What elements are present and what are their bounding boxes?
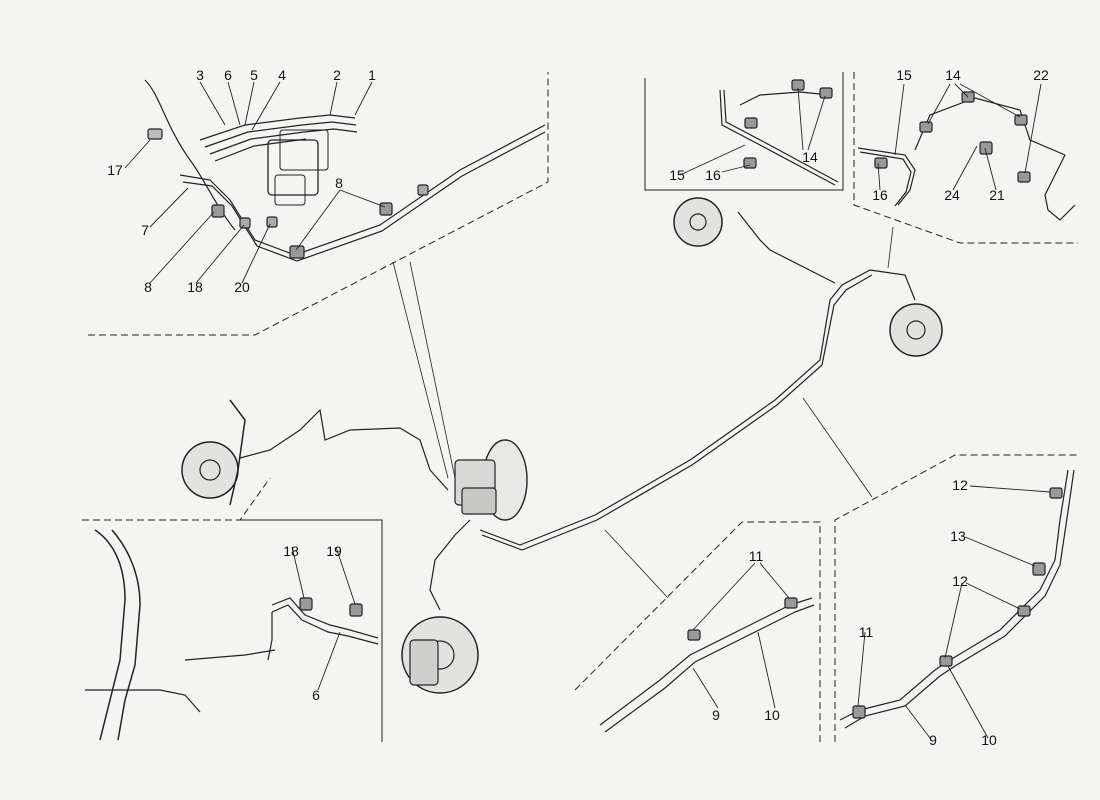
disc-rear-right (889, 303, 943, 357)
brake-line-overview (181, 197, 943, 694)
callout-label: 15 (896, 67, 912, 83)
callout-label: 22 (1033, 67, 1049, 83)
callout-label: 11 (749, 548, 764, 564)
callout-label: 14 (802, 149, 818, 165)
detail-panel-underbody-mid (574, 521, 821, 742)
callout-label: 7 (141, 222, 149, 238)
callout-label: 15 (669, 167, 685, 183)
callout-label: 5 (250, 67, 258, 83)
disc-rear-left (673, 197, 723, 247)
leader-lines (124, 81, 1051, 739)
callout-label: 2 (333, 67, 341, 83)
callout-label: 16 (705, 167, 721, 183)
detail-panel-abs-unit (88, 72, 549, 336)
callout-labels: 1 2 4 5 6 3 17 8 7 8 18 20 15 16 14 15 1… (107, 67, 1049, 748)
callout-label: 17 (107, 162, 123, 178)
callout-label: 19 (326, 543, 342, 559)
callout-label: 6 (224, 67, 232, 83)
callout-label: 9 (929, 732, 937, 748)
callout-label: 11 (859, 624, 874, 640)
callout-label: 6 (312, 687, 320, 703)
callout-label: 21 (989, 187, 1005, 203)
callout-label: 20 (234, 279, 250, 295)
callout-label: 9 (712, 707, 720, 723)
callout-label: 4 (278, 67, 286, 83)
callout-label: 14 (945, 67, 961, 83)
callout-label: 13 (950, 528, 966, 544)
disc-front-right (401, 616, 479, 694)
callout-label: 8 (335, 175, 343, 191)
callout-label: 12 (952, 573, 968, 589)
detail-panel-underbody-right (834, 454, 1078, 742)
callout-label: 18 (283, 543, 299, 559)
callout-label: 24 (944, 187, 960, 203)
callout-label: 18 (187, 279, 203, 295)
callout-label: 10 (981, 732, 997, 748)
callout-label: 1 (368, 67, 376, 83)
disc-front-left (181, 399, 246, 506)
callout-label: 10 (764, 707, 780, 723)
callout-label: 16 (872, 187, 888, 203)
callout-label: 8 (144, 279, 152, 295)
callout-label: 3 (196, 67, 204, 83)
callout-label: 12 (952, 477, 968, 493)
detail-panel-front-hose (82, 477, 383, 742)
detail-panel-rear-right (853, 72, 1078, 244)
